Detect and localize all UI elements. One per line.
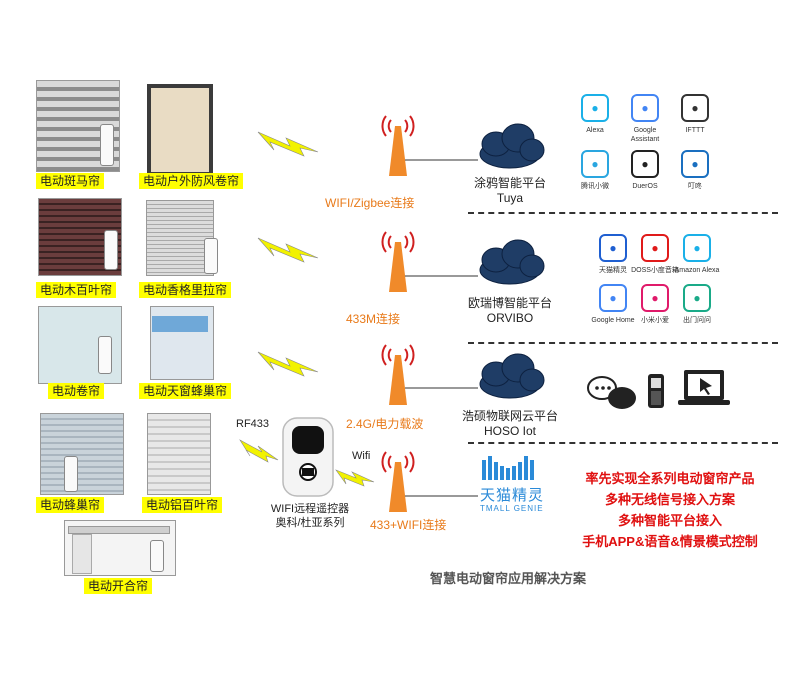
section-divider: [468, 212, 778, 214]
app-label: 腾讯小微: [581, 183, 609, 190]
chat-bubble-icon: [587, 376, 636, 409]
amazon-alexa-icon: ●: [683, 234, 711, 262]
app-item: ● 小米小爱: [626, 284, 684, 325]
platform-name-cn: 涂鸦智能平台: [473, 176, 546, 190]
app-item: ● DuerOS: [616, 150, 674, 191]
platform-label: 涂鸦智能平台 Tuya: [460, 176, 560, 206]
platform-label: 欧瑞博智能平台 ORVIBO: [460, 296, 560, 326]
remote-control-icon: [98, 336, 112, 374]
platform-name-en: ORVIBO: [486, 311, 534, 325]
rf433-label: RF433: [236, 418, 270, 430]
xiaomi-xiaoai-icon: ●: [641, 284, 669, 312]
tmall-genie-app-icon: ●: [599, 234, 627, 262]
platform-label: 浩硕物联网云平台 HOSO Iot: [455, 409, 565, 439]
curtain-track-rail: [68, 526, 170, 534]
app-label: 出门问问: [683, 317, 711, 324]
laptop-icon: [678, 370, 730, 405]
app-item: ● Alexa: [566, 94, 624, 135]
highlight-text: 多种无线信号接入方案: [604, 492, 735, 507]
app-label: Alexa: [586, 127, 604, 134]
app-label: 叮咚: [688, 183, 702, 190]
blind-label: 电动木百叶帘: [36, 282, 117, 298]
wifi-remote-hub-icon: [282, 417, 334, 497]
highlight-text: 多种智能平台接入: [617, 513, 722, 528]
wifi-label: Wifi: [352, 450, 371, 462]
app-item: ● DOSS小度音箱: [626, 234, 684, 275]
cloud-icon: [479, 123, 545, 399]
doss-icon: ●: [641, 234, 669, 262]
mobile-phone-icon: [648, 374, 664, 408]
alexa-icon: ●: [581, 94, 609, 122]
blind-label: 电动卷帘: [48, 383, 105, 399]
blind-label: 电动开合帘: [84, 578, 153, 594]
app-item: ● 出门问问: [668, 284, 726, 325]
remote-control-icon: [104, 230, 118, 270]
section-divider: [468, 442, 778, 444]
footer-title: 智慧电动窗帘应用解决方案: [430, 571, 587, 586]
blind-label: 电动斑马帘: [36, 173, 105, 189]
tencent-xiaowei-icon: ●: [581, 150, 609, 178]
highlight-text: 率先实现全系列电动窗帘产品: [585, 471, 755, 486]
connection-label: 2.4G/电力载波: [346, 417, 424, 431]
skylight-window-shape: [152, 316, 208, 332]
app-item: ● Google Home: [584, 284, 642, 325]
platform-name-en: HOSO Iot: [483, 424, 536, 438]
wireless-bolt-icon: [239, 131, 375, 487]
app-label: 天猫精灵: [599, 267, 627, 274]
google-assistant-icon: ●: [631, 94, 659, 122]
google-home-icon: ●: [599, 284, 627, 312]
app-label: IFTTT: [685, 127, 705, 134]
app-item: ● 腾讯小微: [566, 150, 624, 191]
app-item: ● Google Assistant: [616, 94, 674, 144]
connection-label: WIFI/Zigbee连接: [325, 196, 415, 210]
app-item: ● 天猫精灵: [584, 234, 642, 275]
hub-name: WIFI远程遥控器 奥科/杜亚系列: [252, 502, 368, 530]
app-item: ● 叮咚: [666, 150, 724, 191]
hub-name-line2: 奥科/杜亚系列: [275, 517, 345, 529]
remote-control-icon: [150, 540, 164, 572]
platform-name-cn: 欧瑞博智能平台: [467, 296, 552, 310]
curtain-motor-shape: [72, 534, 92, 574]
app-label: Google Home: [591, 317, 635, 324]
tmall-genie-name-en: TMALL GENIE: [480, 504, 544, 513]
highlight-text: 手机APP&语音&情景模式控制: [582, 534, 758, 549]
aluminum-blind-photo: [147, 413, 211, 495]
connection-label: 433M连接: [346, 312, 401, 326]
app-label: DOSS小度音箱: [631, 267, 679, 274]
blind-label: 电动户外防风卷帘: [139, 173, 244, 189]
app-label: Amazon Alexa: [674, 267, 720, 274]
app-label: Google Assistant: [630, 127, 660, 143]
blind-label: 电动蜂巢帘: [36, 497, 105, 513]
app-item: ● IFTTT: [666, 94, 724, 135]
mobvoi-icon: ●: [683, 284, 711, 312]
platform-name-cn: 浩硕物联网云平台: [461, 409, 558, 423]
dueros-icon: ●: [631, 150, 659, 178]
outdoor-roller-blind-photo: [147, 84, 213, 176]
platform-name-en: Tuya: [496, 191, 524, 205]
remote-control-icon: [64, 456, 78, 492]
connection-label: 433+WIFI连接: [370, 518, 447, 532]
remote-control-icon: [204, 238, 218, 274]
blind-label: 电动香格里拉帘: [139, 282, 232, 298]
app-label: DuerOS: [632, 183, 658, 190]
remote-control-icon: [100, 124, 114, 166]
tmall-genie-logo-icon: [482, 456, 534, 480]
app-label: 小米小爱: [641, 317, 669, 324]
honeycomb-blind-photo: [40, 413, 124, 495]
section-divider: [468, 342, 778, 344]
hub-name-line1: WIFI远程遥控器: [270, 503, 350, 515]
dingdong-icon: ●: [681, 150, 709, 178]
blind-label: 电动天窗蜂巢帘: [139, 383, 232, 399]
antenna-tower-icon: [381, 115, 415, 512]
app-item: ● Amazon Alexa: [668, 234, 726, 275]
tmall-genie-name: 天猫精灵: [480, 487, 545, 504]
ifttt-icon: ●: [681, 94, 709, 122]
blind-label: 电动铝百叶帘: [142, 497, 223, 513]
